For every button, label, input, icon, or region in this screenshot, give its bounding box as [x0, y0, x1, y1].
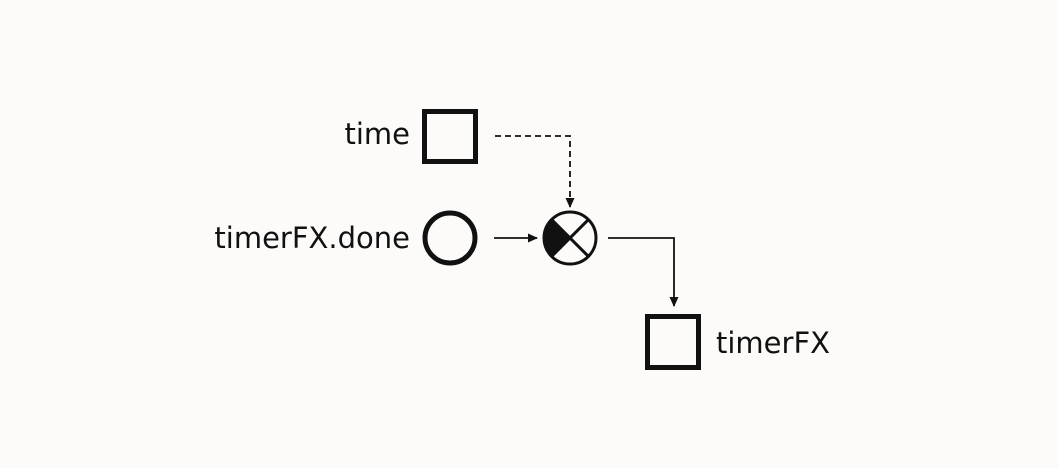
- edge-combine-to-timer: [608, 237, 679, 307]
- combine-x-line-2: [550, 218, 590, 258]
- time-square-node: [422, 109, 478, 164]
- combine-filled-quadrant: [543, 219, 570, 257]
- time-label: time: [344, 117, 410, 151]
- timer-done-label: timerFX.done: [214, 221, 410, 255]
- timer-square-node: [645, 314, 701, 370]
- timer-done-circle-node: [422, 210, 478, 266]
- timer-label: timerFX: [716, 326, 830, 360]
- combine-circle: [542, 210, 598, 266]
- edge-time-to-combine: [495, 135, 575, 208]
- combine-node: [542, 210, 598, 266]
